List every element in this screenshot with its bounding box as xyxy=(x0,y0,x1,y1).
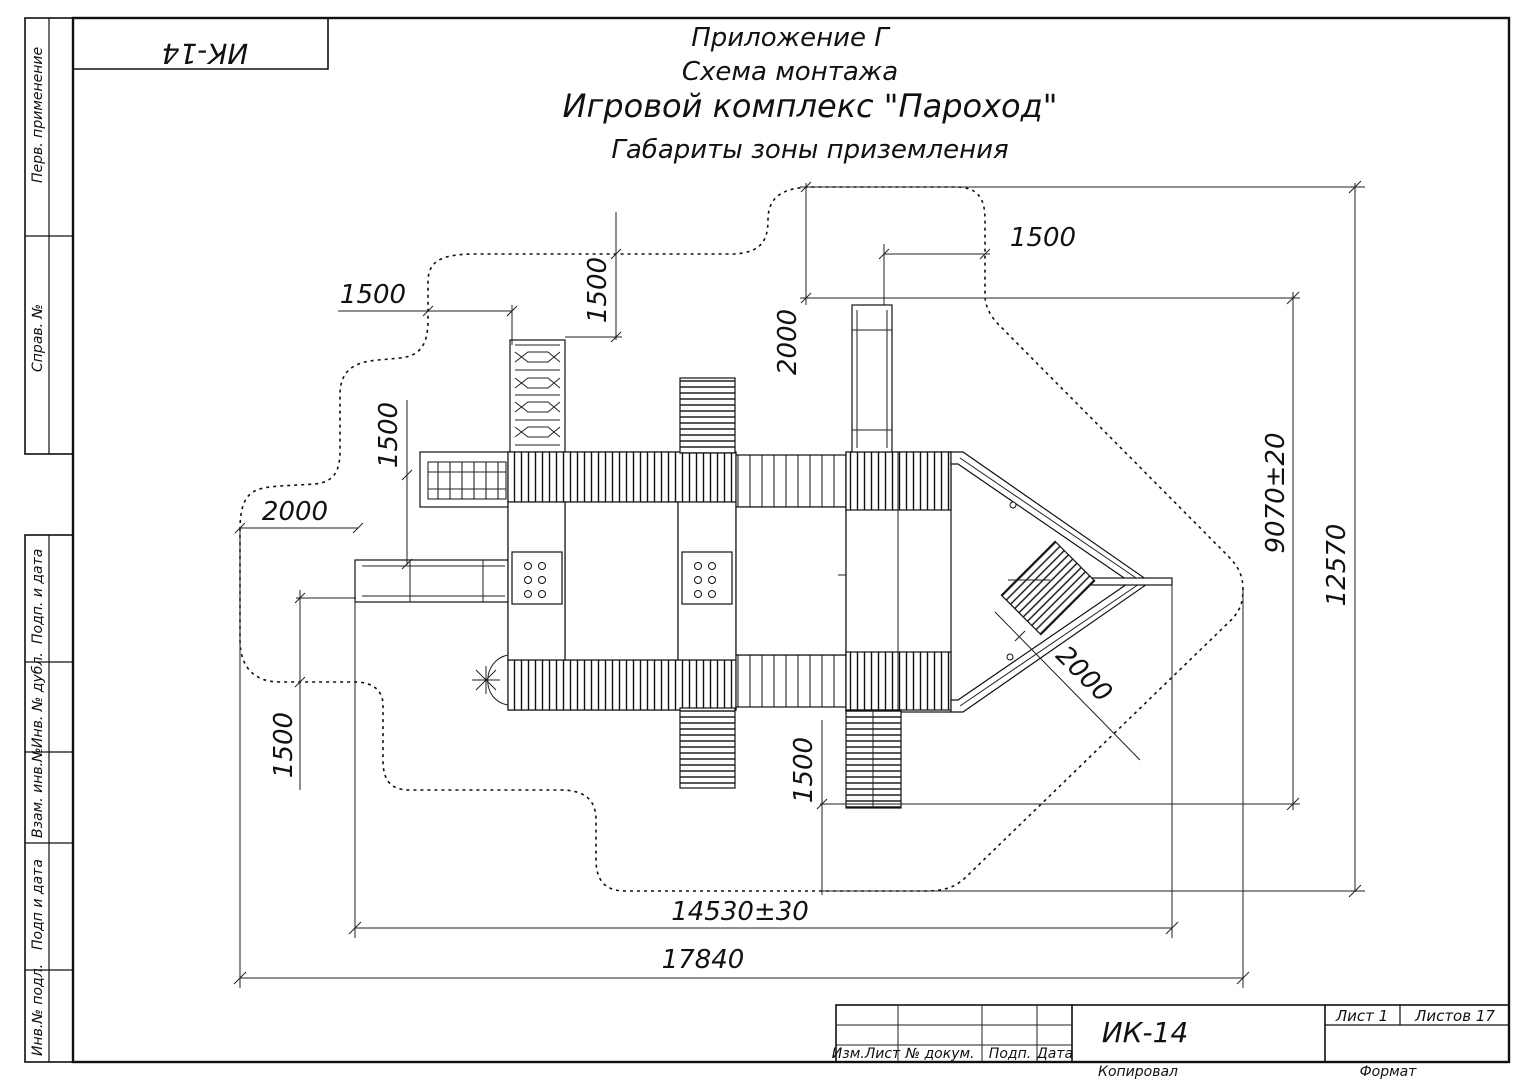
tb-listov: Листов 17 xyxy=(1414,1007,1495,1025)
dim-9070: 9070±20 xyxy=(1261,432,1291,553)
title-block: Изм.Лист № докум. Подп. Дата ИК-14 Лист … xyxy=(832,1004,1510,1080)
dim-1500-top-right: 1500 xyxy=(1010,223,1076,253)
dim-1500-left-upper: 1500 xyxy=(374,402,404,468)
tb-list: Лист 1 xyxy=(1335,1007,1388,1025)
dim-2000-left: 2000 xyxy=(262,497,328,527)
ladder-left xyxy=(419,451,511,508)
dim-1500-left-lower: 1500 xyxy=(269,712,299,778)
deck-rail-bottom xyxy=(507,659,737,711)
dimension-lines xyxy=(233,180,1365,988)
tb-data: Дата xyxy=(1036,1046,1073,1062)
label-inv-no-dubl: Инв. № дубл. xyxy=(30,652,46,748)
ship-bow xyxy=(950,451,1173,713)
title-zone: Габариты зоны приземления xyxy=(611,135,1008,165)
side-stamp: Перв. применение Справ. № Подп. и дата И… xyxy=(30,47,46,1056)
stamp-rotated-designation: ИК-14 xyxy=(162,37,249,70)
title-product: Игровой комплекс "Пароход" xyxy=(563,87,1058,125)
tower-right xyxy=(845,451,952,713)
bridge-bottom xyxy=(735,654,847,708)
label-inv-no-podl: Инв.№ подл. xyxy=(30,964,46,1056)
dim-14530: 14530±30 xyxy=(671,897,809,927)
title-scheme: Схема монтажа xyxy=(682,57,898,87)
landing-zone-outline xyxy=(239,186,1244,892)
tb-kopiroval: Копировал xyxy=(1098,1064,1178,1080)
tb-format: Формат xyxy=(1360,1064,1418,1080)
dim-17840: 17840 xyxy=(662,945,745,975)
star-marker xyxy=(472,666,500,694)
playground-structure xyxy=(354,304,1173,809)
ladder-bottom-center xyxy=(679,707,736,789)
sheet-frame xyxy=(24,16,1511,1064)
label-perv-primenenie: Перв. применение xyxy=(30,47,46,183)
dim-1500-top-left: 1500 xyxy=(340,280,406,310)
slide-left xyxy=(354,559,511,603)
label-vzam-inv-no: Взам. инв.№ xyxy=(30,747,46,838)
titles: Приложение Г Схема монтажа Игровой компл… xyxy=(563,23,1058,165)
climbing-frame xyxy=(509,339,566,456)
dim-2000-top-right: 2000 xyxy=(773,309,803,375)
tb-izm-list: Изм.Лист xyxy=(832,1046,901,1062)
dim-2000-diagonal: 2000 xyxy=(1050,640,1118,708)
tb-podp: Подп. xyxy=(989,1046,1031,1062)
label-podp-i-data-2: Подп и дата xyxy=(30,859,46,950)
slide-top xyxy=(851,304,893,453)
tb-designation: ИК-14 xyxy=(1102,1016,1189,1049)
ladder-top-center xyxy=(679,377,736,454)
central-platform xyxy=(735,506,847,656)
game-panel-right xyxy=(681,551,733,605)
label-podp-i-data-1: Подп. и дата xyxy=(30,549,46,644)
bridge-top xyxy=(735,454,847,508)
label-sprav-no: Справ. № xyxy=(30,304,46,372)
title-appendix: Приложение Г xyxy=(691,23,891,53)
dim-12570: 12570 xyxy=(1322,524,1352,607)
deck-rail-top xyxy=(507,451,737,503)
dim-1500-bottom: 1500 xyxy=(789,737,819,803)
dimension-labels: 17840 14530±30 12570 9070±20 1500 2000 1… xyxy=(262,223,1352,975)
game-panel-left xyxy=(511,551,563,605)
dim-1500-top-vertical: 1500 xyxy=(583,257,613,323)
tb-no-dokum: № докум. xyxy=(904,1046,974,1062)
